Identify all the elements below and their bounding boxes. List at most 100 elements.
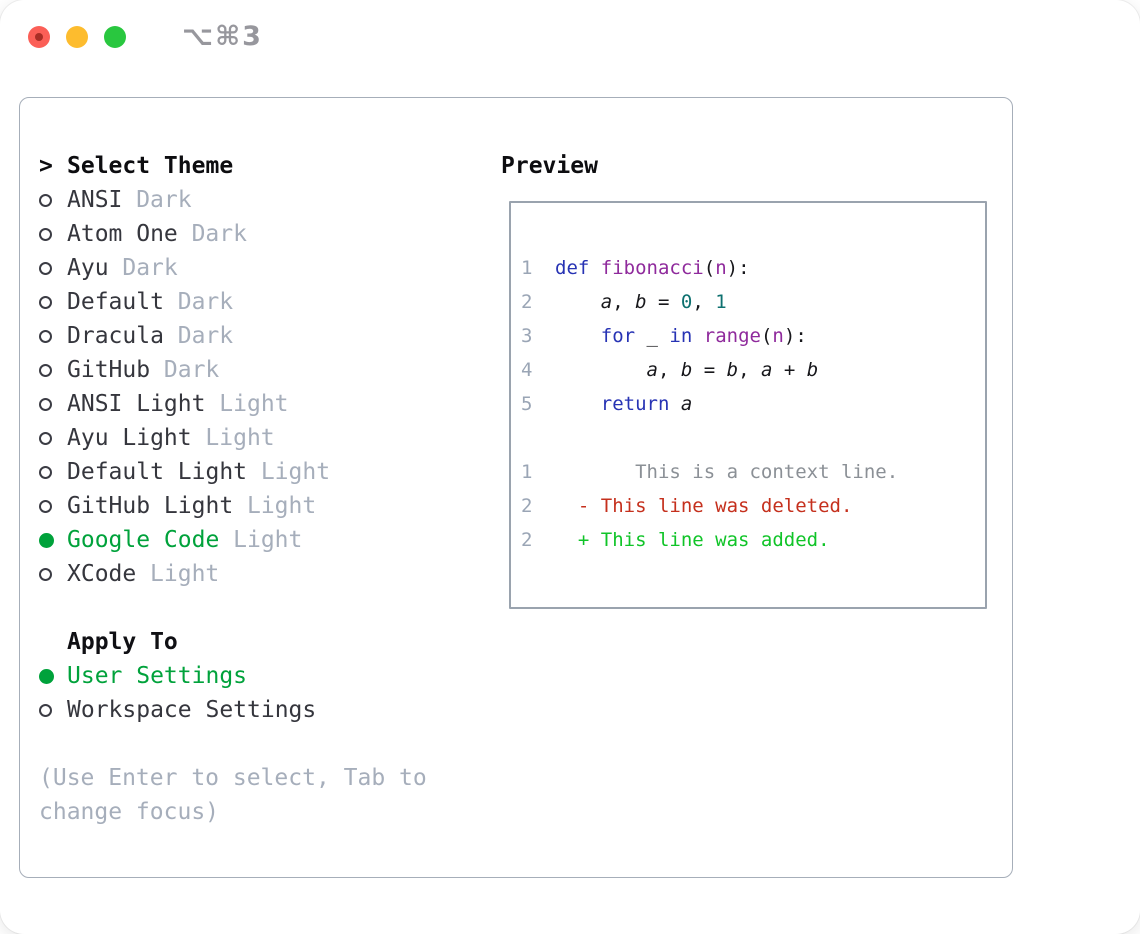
code-token: + This line was added. — [577, 529, 830, 551]
code-line: 2 a, b = 0, 1 — [521, 285, 985, 319]
code-token: fibonacci — [600, 257, 704, 279]
titlebar: ⌥⌘3 — [28, 21, 263, 52]
code-token: a — [646, 359, 658, 381]
code-token: b — [680, 359, 693, 381]
theme-variant-label: Dark — [136, 187, 192, 213]
code-line — [521, 421, 985, 455]
code-token — [555, 529, 578, 551]
theme-row[interactable]: Google Code Light — [39, 523, 489, 557]
minimize-button[interactable] — [66, 26, 88, 48]
option-label: GitHub — [67, 357, 151, 383]
code-token: ): — [783, 325, 807, 347]
selected-radio-icon — [39, 668, 67, 684]
theme-row[interactable]: GitHub Light Light — [39, 489, 489, 523]
selected-radio-icon — [39, 532, 67, 548]
theme-variant-label: Light — [233, 527, 303, 553]
code-token: - This line was deleted. — [577, 495, 853, 517]
close-button[interactable] — [28, 26, 50, 48]
theme-row[interactable]: Default Dark — [39, 285, 489, 319]
theme-variant-label: Light — [150, 561, 220, 587]
code-line: 1 This is a context line. — [521, 455, 985, 489]
option-label: Google Code — [67, 527, 220, 553]
line-number: 2 — [521, 529, 533, 551]
window-title: ⌥⌘3 — [182, 21, 263, 52]
code-line: 3 for _ in range(n): — [521, 319, 985, 353]
code-token: b — [635, 291, 647, 313]
preview-label: Preview — [501, 153, 598, 179]
code-token: a — [760, 359, 773, 381]
radio-icon — [39, 465, 67, 479]
theme-row[interactable]: XCode Light — [39, 557, 489, 591]
spacer — [39, 591, 489, 625]
apply-option-row[interactable]: Workspace Settings — [39, 693, 489, 727]
code-token: , — [738, 359, 761, 381]
theme-variant-label: Light — [219, 391, 289, 417]
line-number: 4 — [521, 359, 533, 381]
theme-row[interactable]: ANSI Dark — [39, 183, 489, 217]
code-token: def — [555, 257, 590, 279]
option-label: User Settings — [67, 663, 248, 689]
code-token: in — [669, 325, 693, 347]
option-label: Default — [67, 289, 164, 315]
code-token: 1 — [715, 291, 727, 313]
code-token: n — [715, 257, 727, 279]
line-number: 3 — [521, 325, 533, 347]
code-token: b — [726, 359, 739, 381]
radio-icon — [39, 363, 67, 377]
code-token: 0 — [680, 291, 693, 313]
code-line: 4 a, b = b, a + b — [521, 353, 985, 387]
code-token — [589, 257, 600, 279]
code-token: This is a context line. — [555, 461, 899, 483]
theme-row[interactable]: ANSI Light Light — [39, 387, 489, 421]
code-line: 5 return a — [521, 387, 985, 421]
option-label: Atom One — [67, 221, 178, 247]
code-token: return — [600, 393, 670, 415]
option-label: ANSI Light — [67, 391, 206, 417]
option-label: ANSI — [67, 187, 123, 213]
theme-variant-label: Light — [246, 493, 317, 519]
apply-to-header: Apply To — [39, 625, 489, 659]
code-token — [555, 359, 647, 381]
code-token: n — [772, 325, 784, 347]
code-token: ( — [760, 325, 773, 347]
radio-icon — [39, 295, 67, 309]
option-label: GitHub Light — [67, 493, 234, 519]
radio-icon — [39, 227, 67, 241]
zoom-button[interactable] — [104, 26, 126, 48]
code-token — [555, 495, 578, 517]
code-line: 2 - This line was deleted. — [521, 489, 985, 523]
radio-icon — [39, 499, 67, 513]
option-label: Ayu Light — [67, 425, 192, 451]
theme-variant-label: Light — [260, 459, 331, 485]
code-token: = — [646, 291, 681, 313]
radio-icon — [39, 567, 67, 581]
code-token — [555, 325, 601, 347]
code-line: 2 + This line was added. — [521, 523, 985, 557]
line-number: 5 — [521, 393, 533, 415]
option-label: XCode — [67, 561, 137, 587]
radio-icon — [39, 329, 67, 343]
line-number: 2 — [521, 291, 533, 313]
radio-icon — [39, 397, 67, 411]
option-label: Ayu — [67, 255, 109, 281]
help-text: (Use Enter to select, Tab to change focu… — [39, 765, 427, 825]
code-token — [669, 393, 680, 415]
apply-to-label: Apply To — [67, 629, 178, 655]
code-token — [692, 325, 703, 347]
code-token: ): — [726, 257, 750, 279]
line-number: 1 — [521, 461, 533, 483]
apply-option-row[interactable]: User Settings — [39, 659, 489, 693]
theme-variant-label: Dark — [177, 289, 234, 315]
